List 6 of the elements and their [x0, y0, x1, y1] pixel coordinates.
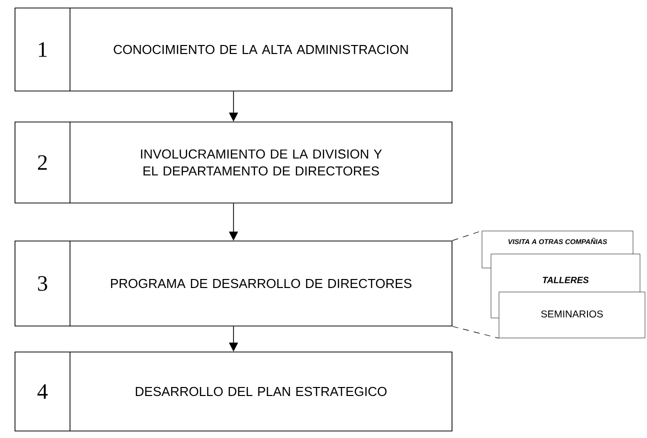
step-box: 2 INVOLUCRAMIENTO DE LA DIVISION Y EL DEPARTAMENTO DE DIRECTORES — [14, 122, 452, 204]
dashed-line — [452, 326, 500, 338]
step-box: 1 CONOCIMIENTO DE LA ALTA ADMINISTRACION — [14, 8, 452, 92]
step-box: 4 DESARROLLO DEL PLAN ESTRATEGICO — [14, 352, 452, 432]
step-box: 3 PROGRAMA DE DESARROLLO DE DIRECTORES — [14, 240, 452, 326]
card: SEMINARIOS — [498, 292, 646, 338]
